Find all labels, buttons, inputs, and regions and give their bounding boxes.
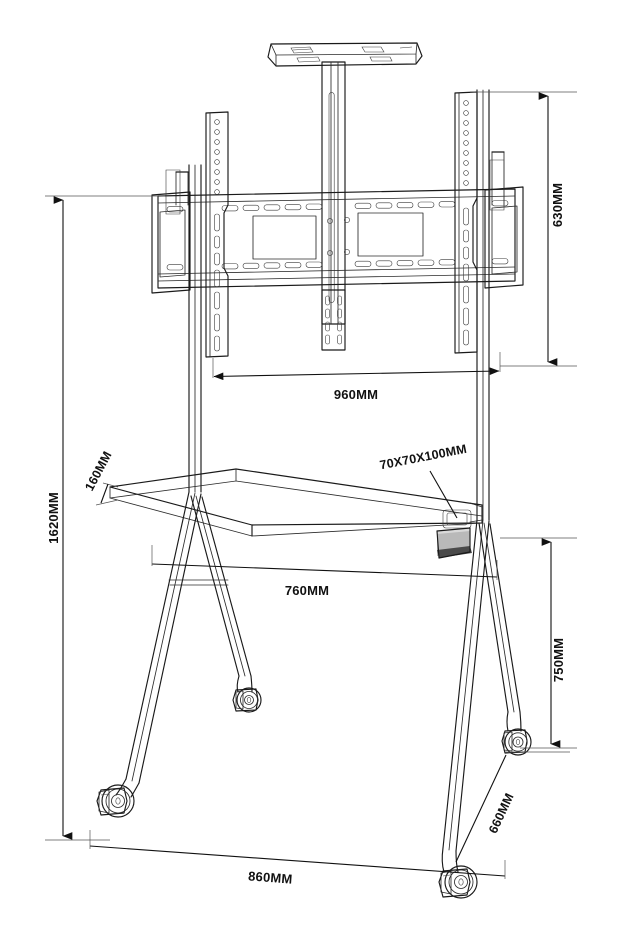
dim-label-660: 660MM — [486, 791, 517, 836]
dim-label-750: 750MM — [551, 638, 566, 682]
dim-height-overall: 1620MM — [45, 195, 165, 841]
dim-media-box: 70X70X100MM — [379, 442, 468, 519]
dim-shelf-width: 760MM — [151, 545, 498, 598]
dim-column-height: 750MM — [500, 537, 577, 749]
dim-bracket-height: 630MM — [470, 91, 577, 367]
legs — [115, 491, 522, 873]
dim-label-media-box: 70X70X100MM — [379, 442, 468, 473]
dim-label-860: 860MM — [248, 868, 293, 886]
dim-label-760: 760MM — [285, 583, 329, 598]
camera-tray — [267, 42, 423, 67]
caster-front-left — [96, 784, 135, 818]
end-bracket-left — [151, 169, 191, 294]
dim-label-960: 960MM — [334, 387, 378, 402]
dim-label-1620: 1620MM — [46, 492, 61, 544]
caster-front-right — [438, 865, 478, 899]
mount-rail — [157, 188, 516, 289]
vesa-rail-left — [205, 111, 229, 358]
media-box — [436, 527, 472, 559]
center-post — [321, 61, 346, 351]
vesa-rail-right — [454, 91, 478, 354]
dim-label-630: 630MM — [550, 183, 565, 227]
shelf — [109, 468, 483, 537]
dim-shelf-depth: 160MM — [82, 449, 119, 506]
caster-rear-left — [232, 687, 262, 713]
end-bracket-right — [484, 159, 524, 289]
dim-base-depth: 660MM — [455, 751, 570, 863]
dim-bracket-width: 960MM — [212, 352, 501, 402]
caster-rear-right — [501, 728, 532, 756]
dim-base-width: 860MM — [89, 830, 506, 887]
